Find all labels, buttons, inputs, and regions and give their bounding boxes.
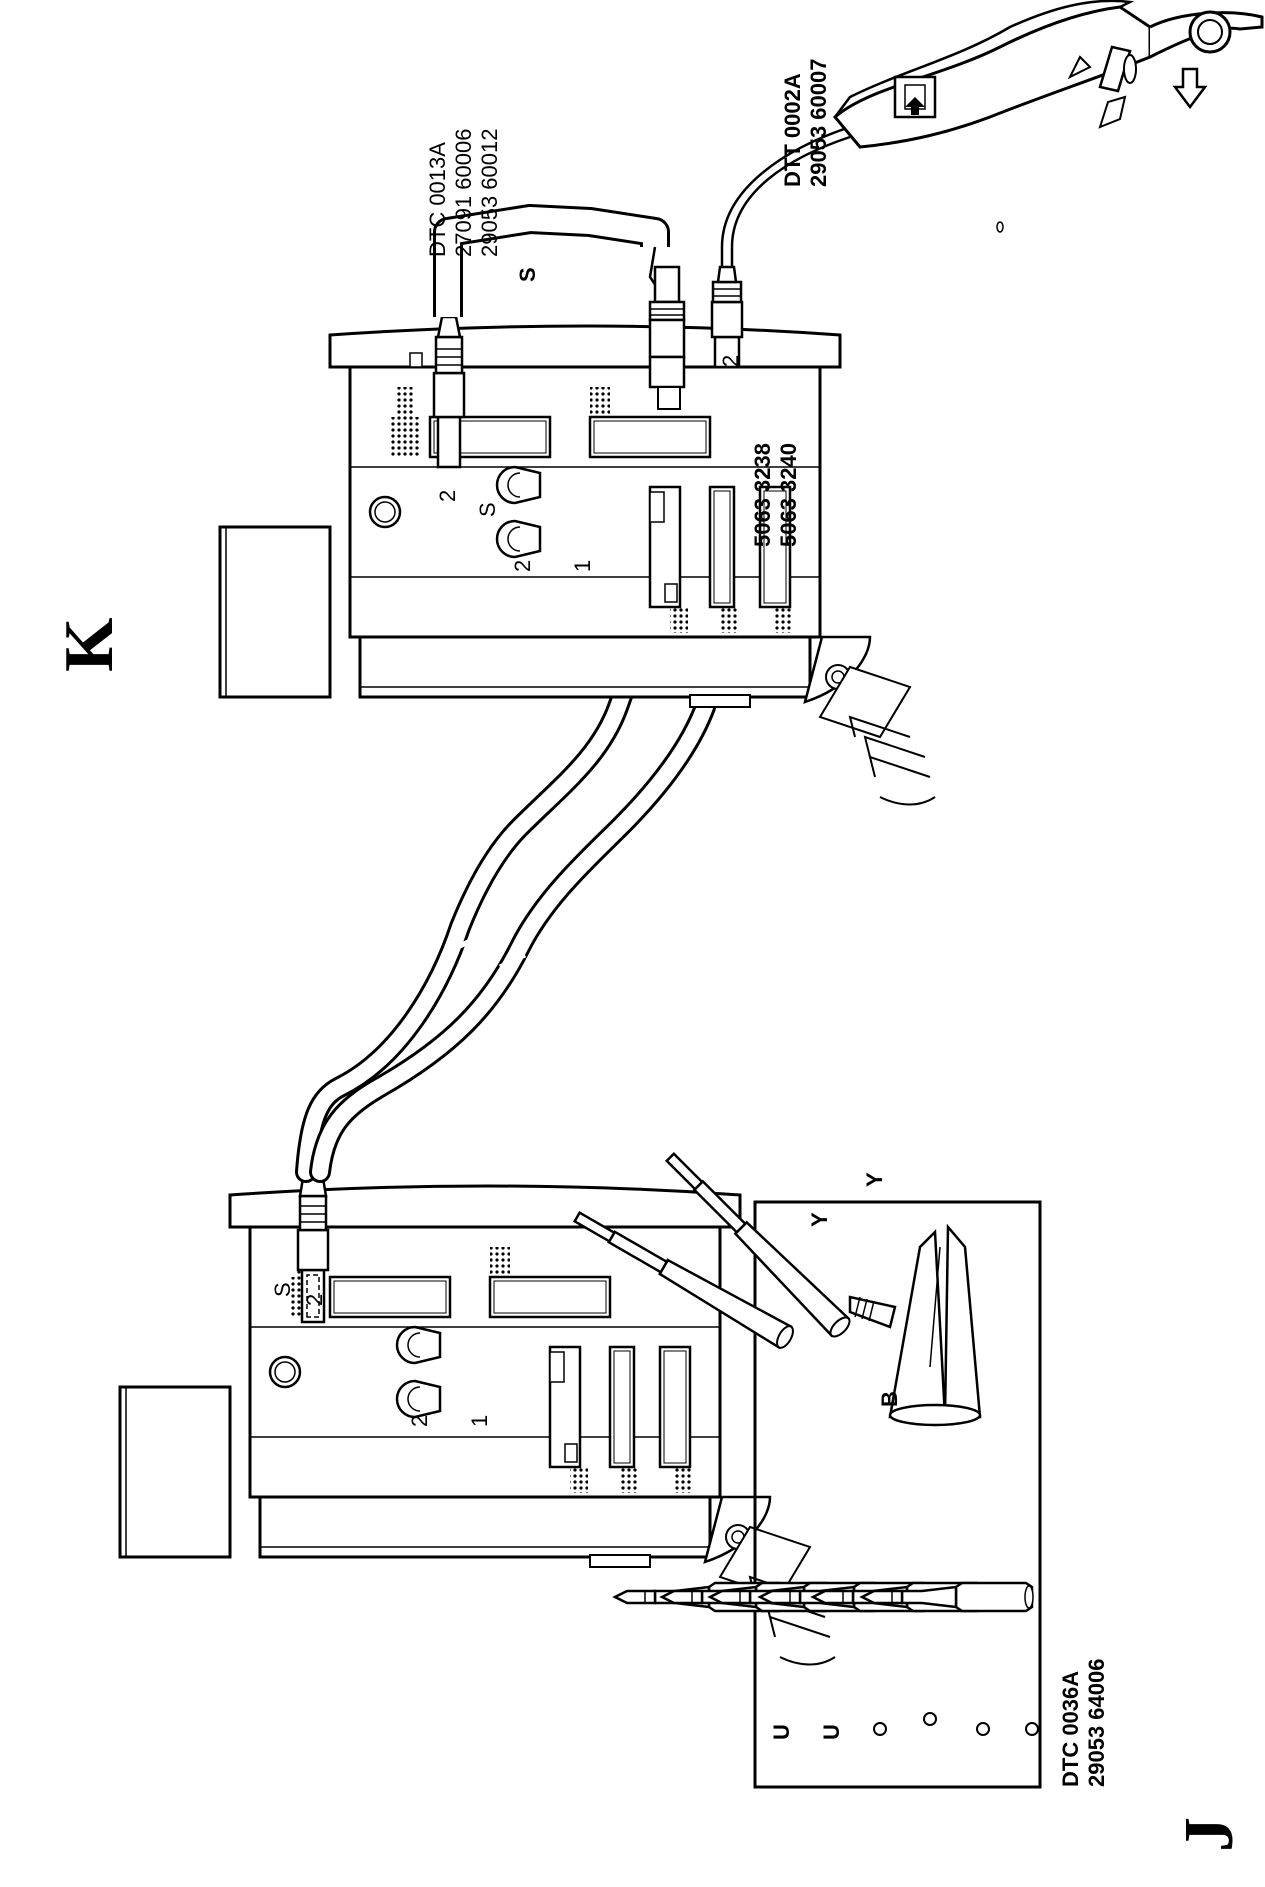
arrow-icon (1172, 67, 1208, 110)
tip-label-u2: U (819, 1724, 844, 1740)
tip-label-y2: Y (862, 1172, 887, 1187)
adapter-part-2: 29053 60012 (477, 128, 502, 257)
arrow-icon (905, 97, 925, 115)
cable-part-numbers: 5063 3238 5063 3240 (750, 443, 802, 547)
socket-label-1: 1 (467, 1414, 492, 1427)
kit-box (753, 1200, 1042, 1789)
connector-s-label: S (270, 1282, 295, 1297)
crocodile-clip-icon (848, 1223, 982, 1427)
cable-part-2: 5063 3240 (776, 443, 801, 547)
clamp-probe-icon (832, 0, 1264, 233)
probe-label: DTT 0002A 29053 60007 (780, 59, 832, 187)
plug-number-label: 2 (435, 489, 460, 502)
kit-label: DTC 0036A 29053 64006 (1058, 1659, 1110, 1787)
tip-label-u1: U (769, 1724, 794, 1740)
tip-label-b: B (877, 1391, 902, 1407)
probe-code: DTT 0002A (780, 73, 805, 187)
adapter-s-label: S (515, 267, 540, 282)
plug-number-label: 2 (302, 1293, 327, 1306)
probe-tip-icon (572, 1151, 851, 1350)
socket-label-2: 2 (407, 1414, 432, 1427)
adapter-part-1: 27091 60006 (451, 128, 476, 257)
connector-s-label: S (475, 502, 500, 517)
socket-label-2: 2 (510, 559, 535, 572)
socket-label-1: 1 (570, 559, 595, 572)
probe-part: 29053 60007 (806, 58, 831, 187)
tip-label-y1: Y (807, 1212, 832, 1227)
figure-letter-j: J (1171, 1817, 1248, 1852)
kit-part: 29053 64006 (1084, 1658, 1109, 1787)
cable-icon (432, 125, 851, 469)
figure-letter-k: K (51, 617, 128, 672)
kit-code: DTC 0036A (1058, 1670, 1083, 1787)
adapter-plug-number: 2 (718, 354, 743, 367)
adapter-code: DTC 0013A (425, 142, 450, 257)
probe-tip-icon (613, 1581, 1035, 1613)
figure-k (218, 0, 1264, 806)
adapter-label: DTC 0013A 27091 60006 29053 60012 (425, 129, 503, 257)
cable-part-1: 5063 3238 (750, 443, 775, 547)
